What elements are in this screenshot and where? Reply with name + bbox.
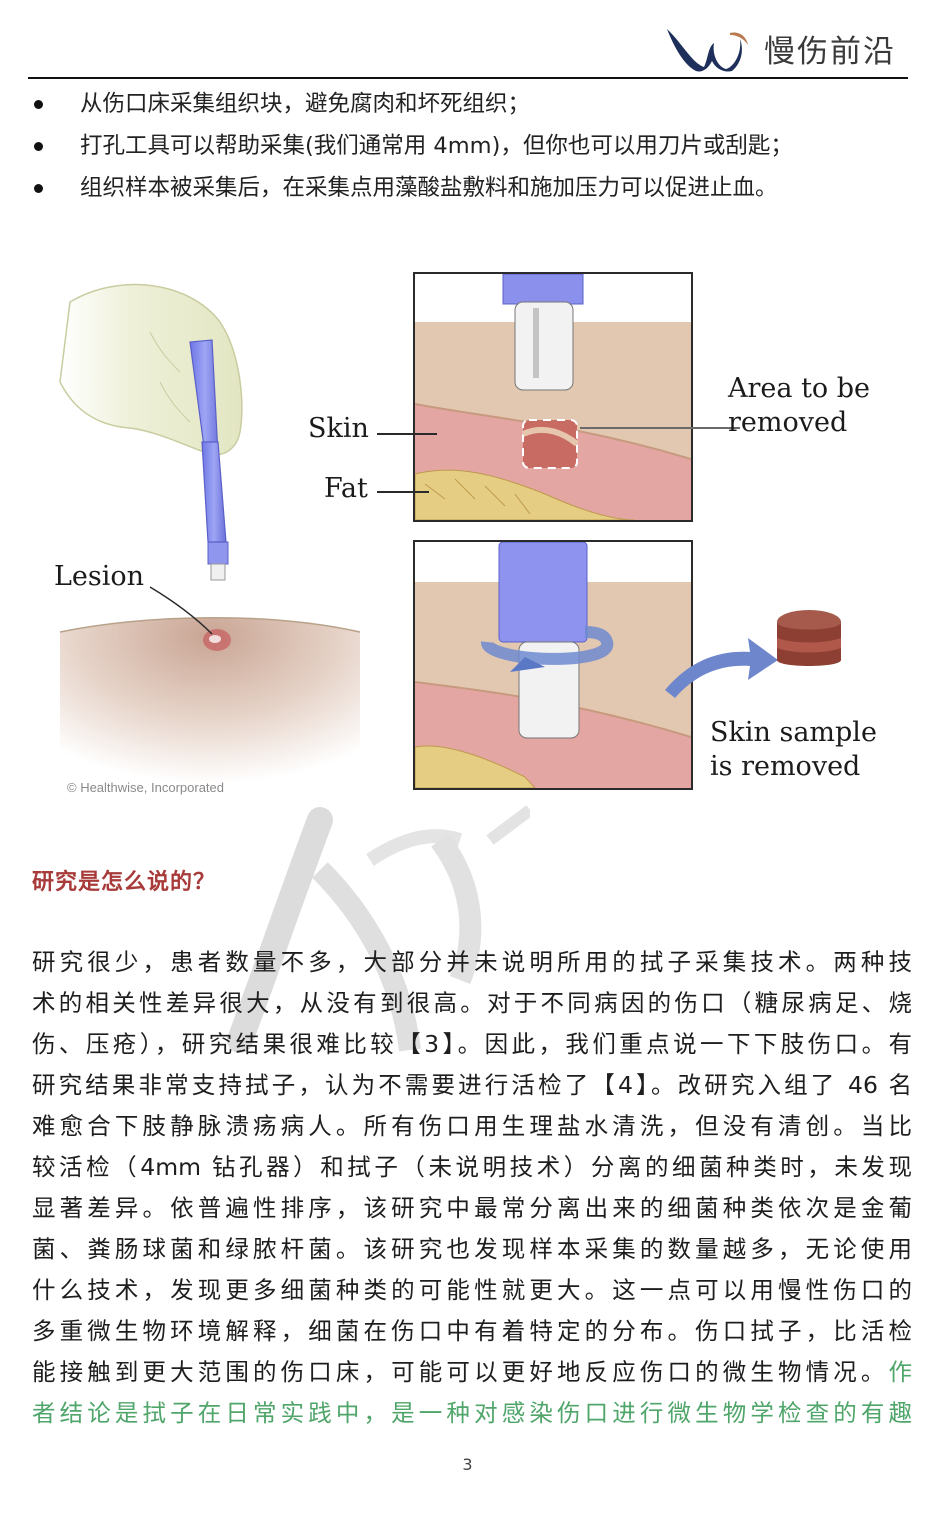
area-to-be-removed-label-line2: removed <box>728 407 848 438</box>
skin-label: Skin <box>308 413 369 444</box>
body-line: 较活检（4mm 钻孔器）和拭子（未说明技术）分离的细菌种类时，未发现 <box>32 1153 912 1181</box>
arrow-right-icon <box>665 638 778 698</box>
area-leader-line <box>580 427 740 429</box>
page-header: 慢伤前沿 <box>0 0 945 80</box>
conclusion-highlight-line: 者结论是拭子在日常实践中，是一种对感染伤口进行微生物学检查的有趣 <box>32 1399 912 1427</box>
skin-leader-line <box>377 433 437 435</box>
body-line: 什么技术，发现更多细菌种类的可能性就更大。这一点可以用慢性伤口的 <box>32 1276 912 1304</box>
body-line: 多重微生物环境解释，细菌在伤口中有着特定的分布。伤口拭子，比活检 <box>32 1317 912 1345</box>
brand-name: 慢伤前沿 <box>764 33 896 70</box>
bullet-list: 从伤口床采集组织块，避免腐肉和坏死组织； 打孔工具可以帮助采集(我们通常用 4m… <box>28 83 928 209</box>
area-to-be-removed-label-line1: Area to be <box>728 373 871 404</box>
skin-sample-label-line1: Skin sample <box>710 717 877 748</box>
image-credit: © Healthwise, Incorporated <box>67 780 224 795</box>
lesion-label: Lesion <box>54 561 145 592</box>
rotating-punch-illustration <box>415 542 691 788</box>
body-line-mixed: 能接触到更大范围的伤口床，可能可以更好地反应伤口的微生物情况。作 <box>32 1358 913 1386</box>
bullet-icon <box>34 142 43 151</box>
bullet-item: 组织样本被采集后，在采集点用藻酸盐敷料和施加压力可以促进止血。 <box>28 167 928 209</box>
bullet-item: 打孔工具可以帮助采集(我们通常用 4mm)，但你也可以用刀片或刮匙； <box>28 125 928 167</box>
header-divider <box>28 77 908 79</box>
hand-with-punch-tool-illustration <box>59 283 361 802</box>
body-line: 术的相关性差异很大，从没有到很高。对于不同病因的伤口（糖尿病足、烧 <box>32 989 912 1017</box>
wave-logo-icon <box>667 29 748 72</box>
page-number: 3 <box>462 1455 473 1474</box>
body-paragraph: 研究很少，患者数量不多，大部分并未说明所用的拭子采集技术。两种技 术的相关性差异… <box>32 942 912 1434</box>
body-line: 菌、粪肠球菌和绿脓杆菌。该研究也发现样本采集的数量越多，无论使用 <box>32 1235 912 1263</box>
punch-biopsy-illustration: Lesion © Healthwise, Incorporated Skin F… <box>40 262 900 812</box>
body-line: 研究结果非常支持拭子，认为不需要进行活检了【4】。改研究入组了 46 名 <box>32 1071 912 1099</box>
skin-sample-core-illustration <box>777 610 841 666</box>
punch-rotation-panel <box>413 540 693 790</box>
body-line: 难愈合下肢静脉溃疡病人。所有伤口用生理盐水清洗，但没有清创。当比 <box>32 1112 912 1140</box>
bullet-item: 从伤口床采集组织块，避免腐肉和坏死组织； <box>28 83 928 125</box>
skin-cross-section-illustration <box>415 274 691 520</box>
bullet-icon <box>34 100 43 109</box>
body-line: 伤、压疮），研究结果很难比较【3】。因此，我们重点说一下下肢伤口。有 <box>32 1030 912 1058</box>
section-heading: 研究是怎么说的？ <box>32 870 217 895</box>
conclusion-highlight: 作 <box>888 1358 913 1386</box>
before-punch-panel <box>413 272 693 522</box>
skin-sample-label-line2: is removed <box>710 751 861 782</box>
fat-label: Fat <box>324 473 368 504</box>
body-line: 研究很少，患者数量不多，大部分并未说明所用的拭子采集技术。两种技 <box>32 948 912 976</box>
fat-leader-line <box>377 491 429 493</box>
brand-logo: 慢伤前沿 <box>662 18 912 78</box>
bullet-icon <box>34 184 43 193</box>
body-line: 显著差异。依普遍性排序，该研究中最常分离出来的细菌种类依次是金葡 <box>32 1194 912 1222</box>
